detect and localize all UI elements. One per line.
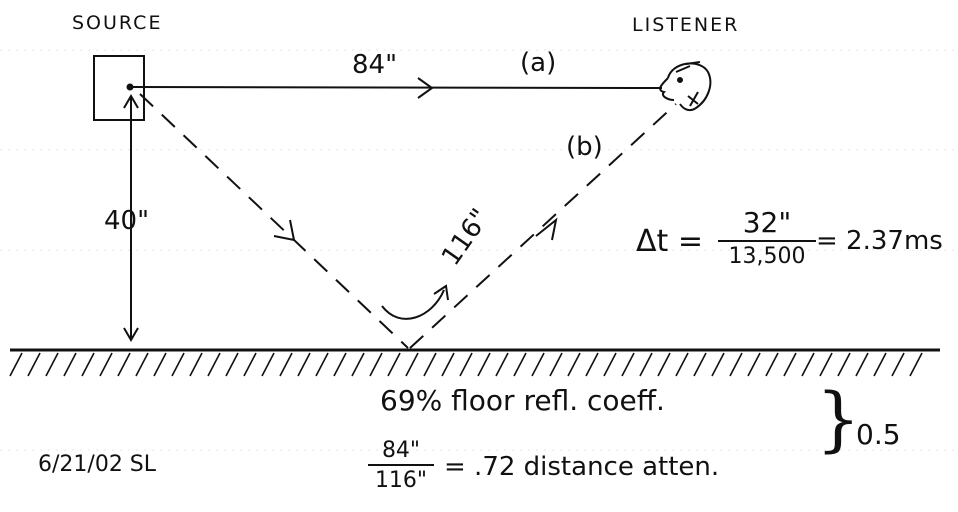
floor-hatch-mark	[423, 352, 437, 377]
delay-fraction: 32" 13,500	[718, 206, 816, 269]
floor-hatch-mark	[603, 352, 617, 377]
floor-hatch-mark	[189, 352, 203, 377]
direct-distance-label: 84"	[352, 50, 398, 80]
floor-hatch-mark	[135, 352, 149, 377]
floor-hatch-mark	[531, 352, 545, 377]
height-arrow-top	[123, 94, 139, 109]
floor-hatch-mark	[855, 352, 869, 377]
source-point	[126, 83, 134, 91]
combining-brace: }	[816, 378, 861, 460]
floor-hatch-mark	[405, 352, 419, 377]
floor-hatch-mark	[567, 352, 581, 377]
delay-denominator: 13,500	[728, 244, 806, 269]
floor-hatch-mark	[729, 352, 743, 377]
reflection-curl-arrowhead	[433, 284, 449, 301]
floor-hatch-mark	[369, 352, 383, 377]
date-signature: 6/21/02 SL	[38, 452, 157, 477]
floor-hatch-mark	[549, 352, 563, 377]
floor-hatch-mark	[585, 352, 599, 377]
floor-hatch-mark	[243, 352, 257, 377]
floor-hatch-mark	[693, 352, 707, 377]
floor-hatch-mark	[765, 352, 779, 377]
floor-hatch-mark	[891, 352, 905, 377]
height-label: 40"	[104, 206, 150, 236]
floor-hatching	[9, 352, 923, 377]
floor-hatch-mark	[387, 352, 401, 377]
floor-hatch-mark	[153, 352, 167, 377]
attenuation-result: = .72 distance atten.	[444, 452, 720, 482]
delta-t-label: Δt =	[636, 224, 703, 259]
attenuation-fraction: 84" 116"	[368, 438, 434, 493]
path-a-label: (a)	[520, 48, 557, 78]
floor-hatch-mark	[873, 352, 887, 377]
attenuation-numerator: 84"	[368, 438, 434, 466]
floor-hatch-mark	[621, 352, 635, 377]
floor-hatch-mark	[351, 352, 365, 377]
floor-hatch-mark	[117, 352, 131, 377]
reflected-path-incident	[139, 93, 409, 349]
floor-hatch-mark	[171, 352, 185, 377]
height-arrow-bottom	[123, 327, 139, 342]
floor-hatch-mark	[477, 352, 491, 377]
reflected-path-outgoing	[409, 103, 677, 349]
floor-hatch-mark	[261, 352, 275, 377]
floor-hatch-mark	[441, 352, 455, 377]
listener-label: LISTENER	[632, 14, 740, 36]
floor-hatch-mark	[459, 352, 473, 377]
outgoing-arrowhead	[535, 217, 558, 241]
path-b-label: (b)	[566, 132, 603, 162]
listener-head-icon	[659, 61, 712, 112]
direct-path-line	[132, 86, 663, 89]
floor-hatch-mark	[81, 352, 95, 377]
incident-arrowhead	[273, 219, 296, 242]
floor-hatch-mark	[333, 352, 347, 377]
floor-hatch-mark	[783, 352, 797, 377]
delay-result: = 2.37ms	[816, 226, 943, 256]
floor-hatch-mark	[495, 352, 509, 377]
floor-hatch-mark	[513, 352, 527, 377]
floor-hatch-mark	[207, 352, 221, 377]
combined-factor: 0.5	[856, 418, 901, 451]
floor-hatch-mark	[63, 352, 77, 377]
floor-hatch-mark	[27, 352, 41, 377]
floor-hatch-mark	[657, 352, 671, 377]
floor-hatch-mark	[225, 352, 239, 377]
floor-hatch-mark	[837, 352, 851, 377]
floor-coefficient-note: 69% floor refl. coeff.	[380, 384, 665, 417]
floor-hatch-mark	[909, 352, 923, 377]
direct-path-arrowhead	[417, 77, 434, 99]
reflection-curl-arrow	[381, 289, 445, 320]
floor-hatch-mark	[315, 352, 329, 377]
floor-hatch-mark	[675, 352, 689, 377]
floor-hatch-mark	[9, 352, 23, 377]
floor-hatch-mark	[711, 352, 725, 377]
source-label: SOURCE	[72, 12, 163, 34]
delay-numerator: 32"	[718, 206, 816, 242]
floor-hatch-mark	[279, 352, 293, 377]
attenuation-denominator: 116"	[374, 468, 428, 493]
floor-hatch-mark	[45, 352, 59, 377]
floor-hatch-mark	[747, 352, 761, 377]
floor-hatch-mark	[639, 352, 653, 377]
floor-hatch-mark	[819, 352, 833, 377]
floor-hatch-mark	[99, 352, 113, 377]
floor-hatch-mark	[801, 352, 815, 377]
floor-hatch-mark	[297, 352, 311, 377]
